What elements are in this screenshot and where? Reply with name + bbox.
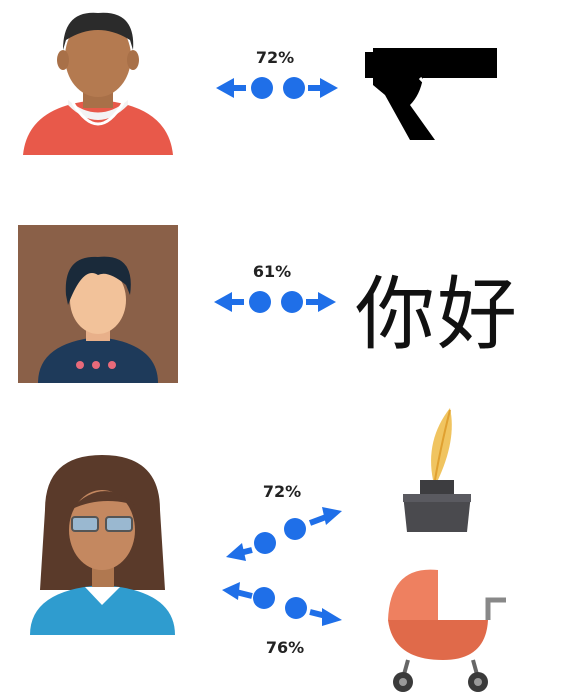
bidirectional-connector: [214, 291, 336, 313]
bidirectional-connector: [216, 77, 338, 99]
percent-label-row2: 61%: [252, 262, 292, 281]
connector-upward: [226, 507, 342, 561]
inkwell-quill-icon: [403, 408, 471, 532]
percent-label-row3b: 76%: [265, 638, 305, 657]
baby-stroller-icon: [388, 569, 506, 692]
chinese-text: 你好: [355, 268, 519, 361]
connector-downward: [222, 582, 342, 626]
percent-label-row1: 72%: [255, 48, 295, 67]
woman-glasses-icon: [30, 455, 175, 635]
man-avatar-icon: [23, 12, 173, 155]
pistol-icon: [365, 48, 497, 140]
percent-label-row3a: 72%: [262, 482, 302, 501]
person-dark-hair-icon: [18, 225, 178, 383]
